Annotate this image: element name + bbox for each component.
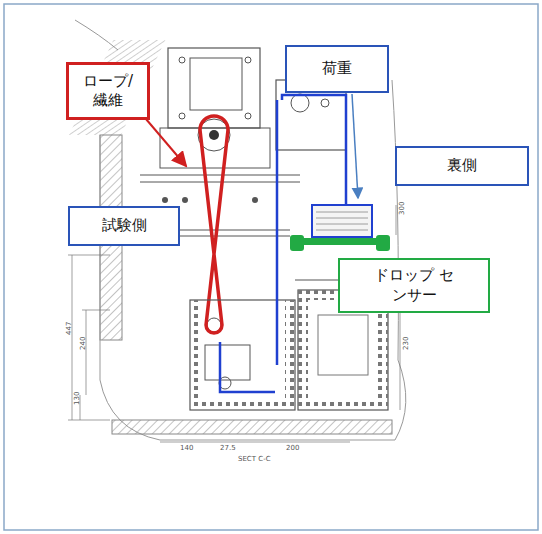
- callout-box: 荷重: [285, 45, 389, 93]
- dimension-label: 447: [66, 322, 73, 335]
- callout-text: 試験側: [102, 216, 147, 236]
- dimension-label: 240: [80, 337, 87, 350]
- dimension-label: 27.5: [220, 445, 236, 452]
- callout-arrow: [352, 94, 358, 198]
- load-block: [312, 205, 372, 237]
- callout-text: ロープ/ 繊維: [75, 72, 141, 111]
- callout-box: ドロップ センサー: [338, 258, 490, 313]
- callout-text: 裏側: [447, 156, 477, 176]
- sensor-bar: [292, 238, 390, 245]
- dimension-label: 230: [403, 337, 410, 350]
- dimension-label: 200: [286, 445, 299, 452]
- callout-box: 裏側: [395, 146, 529, 186]
- dimension-label: 140: [180, 445, 193, 452]
- wall-hatch: [69, 40, 165, 135]
- load-line: [282, 95, 346, 205]
- dimension-lines: [68, 205, 400, 442]
- callout-arrow: [140, 112, 186, 166]
- callout-text: 荷重: [322, 59, 352, 79]
- callout-text: ドロップ センサー: [374, 266, 454, 305]
- drop-sensor: [376, 235, 390, 251]
- frame-left: [190, 300, 295, 410]
- drop-sensor: [290, 235, 304, 251]
- dimension-label: 130: [74, 392, 81, 405]
- floor-hatch: [112, 420, 392, 434]
- dimension-label: 300: [399, 202, 406, 215]
- dimension-label: SECT C-C: [238, 456, 271, 463]
- callout-box: 試験側: [68, 206, 180, 246]
- callout-box: ロープ/ 繊維: [66, 62, 150, 120]
- outer-frame: [4, 4, 538, 530]
